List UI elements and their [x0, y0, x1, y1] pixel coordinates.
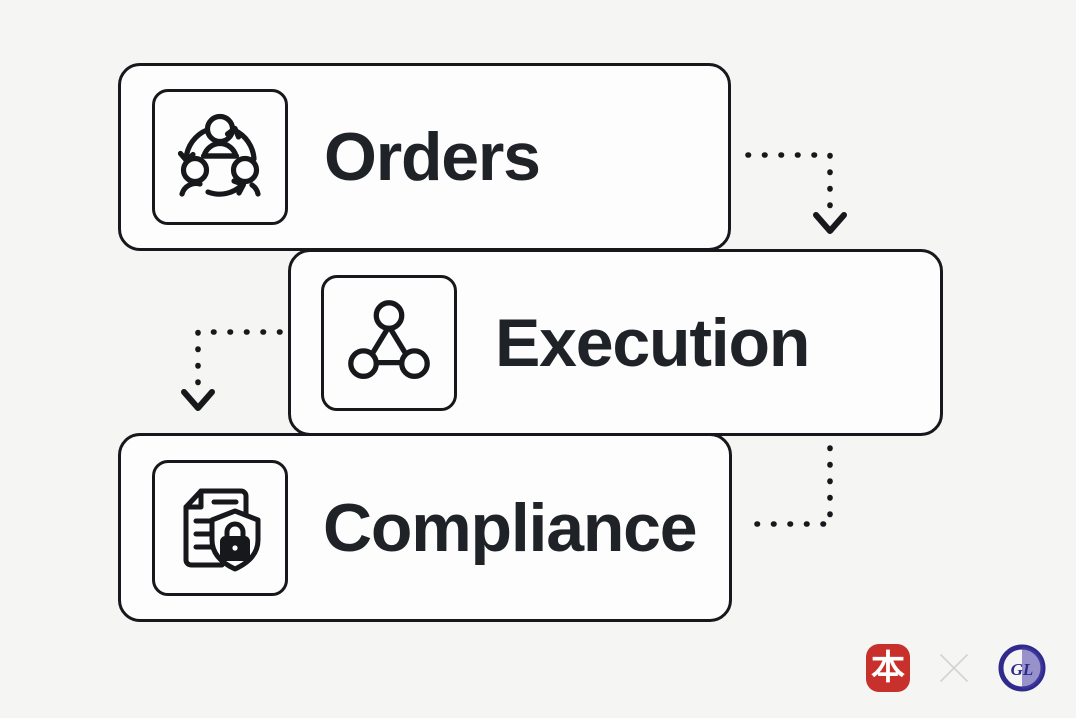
svg-text:GL: GL: [1011, 660, 1034, 679]
connector-compliance-loop: [744, 442, 854, 547]
compliance-icon-frame: [152, 459, 288, 596]
connector-orders-to-execution: [744, 143, 854, 248]
document-shield-lock-icon: [170, 478, 270, 578]
red-logo-glyph: 本: [871, 648, 905, 688]
card-label-compliance: Compliance: [323, 489, 698, 566]
card-compliance[interactable]: Compliance: [118, 433, 732, 622]
card-orders[interactable]: Orders: [118, 63, 731, 251]
card-label-orders: Orders: [324, 119, 541, 195]
card-execution[interactable]: Execution: [288, 249, 943, 436]
x-divider-icon: [934, 648, 974, 688]
orders-icon-frame: [152, 89, 288, 225]
execution-icon-frame: [321, 274, 457, 411]
blue-circle-logo: GL: [998, 644, 1046, 692]
red-square-logo: 本: [866, 644, 910, 692]
connector-execution-to-compliance: [178, 320, 288, 425]
people-collaboration-cycle-icon: [170, 107, 270, 207]
card-label-execution: Execution: [495, 304, 810, 381]
footer-logo-row: 本 GL: [866, 637, 1046, 699]
network-nodes-triangle-icon: [340, 294, 438, 392]
